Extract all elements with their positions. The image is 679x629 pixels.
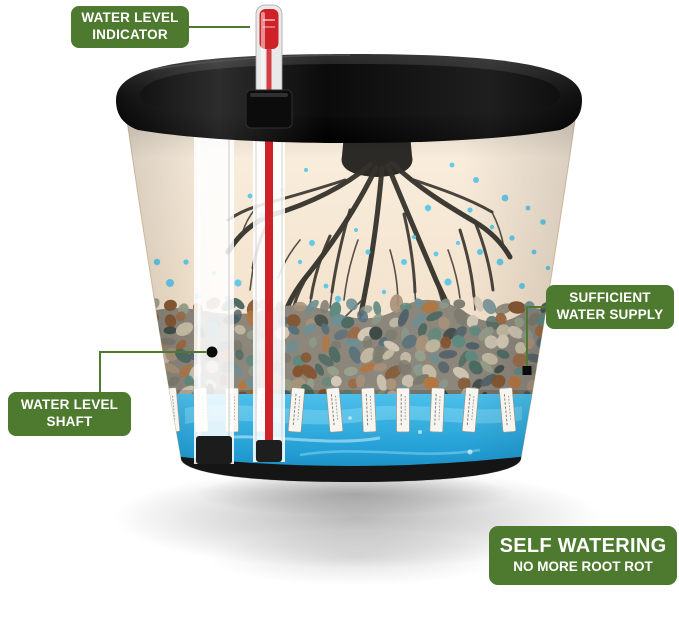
callout-text-line: WATER SUPPLY	[556, 307, 664, 322]
water-level-indicator-tube	[253, 126, 285, 462]
pot-base	[140, 452, 560, 482]
water-level-indicator-top	[245, 4, 293, 129]
pot-rim	[116, 54, 582, 143]
water-level-shaft-tube	[194, 120, 234, 464]
callout-connectors	[99, 26, 546, 392]
connector-sufficient-water-supply	[526, 306, 546, 366]
self-watering-subtitle: NO MORE ROOT ROT	[513, 558, 653, 574]
connector-water-level-shaft	[99, 351, 206, 392]
connector-dot-water-supply	[522, 366, 532, 375]
connector-dot-shaft	[206, 346, 218, 358]
callout-self-watering: SELF WATERING NO MORE ROOT ROT	[489, 526, 677, 585]
callout-text-line: SHAFT	[46, 414, 93, 429]
drop-shadow	[112, 468, 602, 586]
pot-interior	[124, 100, 578, 482]
self-watering-title: SELF WATERING	[499, 534, 667, 557]
callout-text-line: WATER LEVEL	[81, 10, 179, 26]
callout-text-line: INDICATOR	[92, 27, 168, 42]
callout-water-level-indicator: WATER LEVEL INDICATOR	[71, 6, 189, 48]
indicator-mount	[245, 89, 293, 129]
callout-text-line: SUFFICIENT	[569, 290, 651, 306]
callout-sufficient-water-supply: SUFFICIENT WATER SUPPLY	[546, 285, 674, 329]
callout-water-level-shaft: WATER LEVEL SHAFT	[8, 392, 131, 436]
callout-text-line: WATER LEVEL	[20, 397, 119, 413]
